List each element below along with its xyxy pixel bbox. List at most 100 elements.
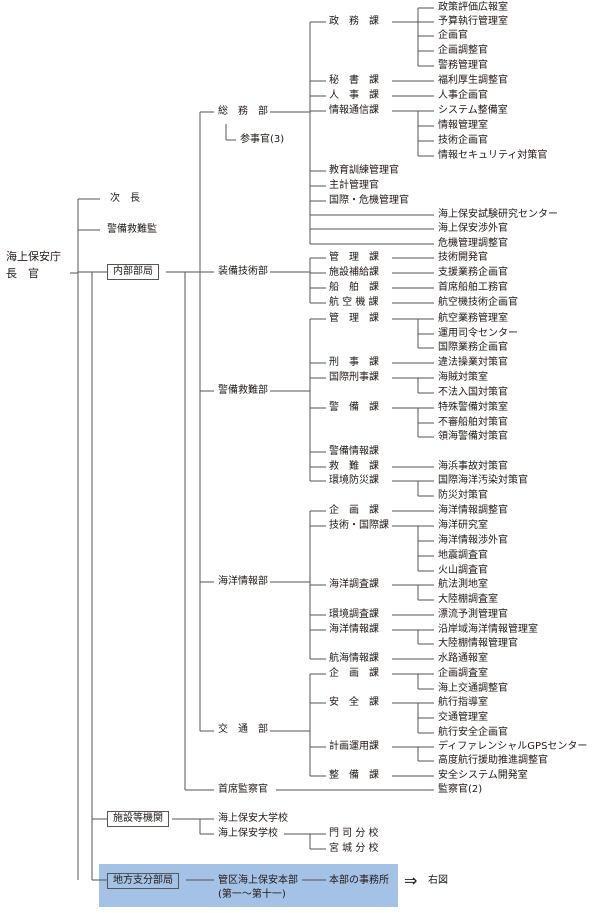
guard-rescue-dept: 警備救難部 <box>218 385 268 396</box>
ocean-info-item-2: 大陸棚情報管理官 <box>438 638 518 649</box>
hydro-tech-item-1: 海洋研究室 <box>438 520 488 531</box>
training-officer: 教育訓練管理官 <box>329 165 399 176</box>
safety-division: 安 全 課 <box>329 697 379 708</box>
secretary-division: 秘 書 課 <box>329 75 379 86</box>
maintenance-item-1: 安全システム開発室 <box>438 770 528 781</box>
policy-item-5: 警務管理官 <box>438 60 488 71</box>
regional-hq: 管区海上保安本部 <box>218 875 298 886</box>
hydro-env-division: 環境調査課 <box>329 609 379 620</box>
hydro-planning-division: 企 画 課 <box>329 505 379 516</box>
school: 海上保安学校 <box>218 828 278 839</box>
rescue-item-1: 海浜事故対策官 <box>438 461 508 472</box>
security-item-3: 領海警備対策官 <box>438 431 508 442</box>
env-disaster-item-2: 防災対策官 <box>438 490 488 501</box>
accounting-officer: 主計管理官 <box>329 180 379 191</box>
foreign-affairs-officer: 海上保安渉外官 <box>438 223 508 234</box>
intl-crisis-officer: 国際・危機管理官 <box>329 195 409 206</box>
vice-commandant: 次 長 <box>110 193 140 204</box>
safety-item-3: 航行安全企画官 <box>438 727 508 738</box>
commandant-title-line2: 長 官 <box>6 267 39 280</box>
guard-mgmt-division: 管 理 課 <box>329 313 379 324</box>
rescue-director: 警備救難監 <box>107 224 157 235</box>
hydro-tech-division: 技術・国際課 <box>329 520 389 531</box>
safety-item-2: 交通管理室 <box>438 712 488 723</box>
equip-item-1: 技術開発官 <box>438 252 488 263</box>
info-division: 情報通信課 <box>329 105 379 116</box>
info-item-3: 技術企画官 <box>438 135 488 146</box>
security-item-1: 特殊警備対策室 <box>438 402 508 413</box>
equip-item-2: 支援業務企画官 <box>438 267 508 278</box>
hydrographic-dept: 海洋情報部 <box>218 576 268 587</box>
hydro-survey-item-2: 大陸棚調査室 <box>438 594 498 605</box>
school-branch-2: 宮 城 分 校 <box>329 843 379 854</box>
hydro-tech-item-3: 地震調査官 <box>438 550 488 561</box>
regional-bureaus-highlight <box>99 864 398 907</box>
intl-criminal-item-2: 不法入国対策官 <box>438 387 508 398</box>
policy-item-3: 企画官 <box>438 30 468 41</box>
crisis-coordinator: 危機管理調整官 <box>438 238 508 249</box>
hydro-survey-division: 海洋調査課 <box>329 579 379 590</box>
traffic-dept: 交 通 部 <box>218 724 268 735</box>
traffic-planning-item-2: 海上交通調整官 <box>438 683 508 694</box>
info-item-4: 情報セキュリティ対策官 <box>438 150 548 161</box>
school-branch-1: 門 司 分 校 <box>329 828 379 839</box>
internal-bureaus-box: 内部部局 <box>107 264 159 280</box>
equip-item-4: 航空機技術企画官 <box>438 297 518 308</box>
research-center: 海上保安試験研究センター <box>438 209 558 220</box>
traffic-planning-item-1: 企画調査室 <box>438 668 488 679</box>
equip-division-3: 船 舶 課 <box>329 282 379 293</box>
security-item-2: 不審船舶対策官 <box>438 417 508 428</box>
nav-info-item-1: 水路通報室 <box>438 653 488 664</box>
criminal-item-1: 違法操業対策官 <box>438 357 508 368</box>
env-disaster-item-1: 国際海洋汚染対策官 <box>438 475 528 486</box>
academy: 海上保安大学校 <box>218 813 288 824</box>
info-item-2: 情報管理室 <box>438 120 488 131</box>
security-info-division: 警備情報課 <box>329 446 379 457</box>
policy-item-4: 企画調整官 <box>438 45 488 56</box>
equip-division-1: 管 理 課 <box>329 252 379 263</box>
policy-item-1: 政策評価広報室 <box>438 2 508 13</box>
personnel-item-1: 人事企画官 <box>438 90 488 101</box>
ops-item-2: 高度航行援助推進調整官 <box>438 755 548 766</box>
traffic-planning-division: 企 画 課 <box>329 668 379 679</box>
regional-hq-range: (第一〜第十一) <box>218 889 286 900</box>
policy-division: 政 務 課 <box>329 16 379 27</box>
general-affairs-dept: 総 務 部 <box>218 106 268 117</box>
ocean-info-item-1: 沿岸域海洋情報管理室 <box>438 624 538 635</box>
intl-criminal-item-1: 海賊対策室 <box>438 372 488 383</box>
personnel-division: 人 事 課 <box>329 90 379 101</box>
equipment-dept: 装備技術部 <box>218 266 268 277</box>
hydro-env-item-1: 漂流予測管理官 <box>438 609 508 620</box>
chief-inspector: 首席監察官 <box>218 784 268 795</box>
info-item-1: システム整備室 <box>438 105 508 116</box>
maintenance-division: 整 備 課 <box>329 770 379 781</box>
guard-mgmt-item-2: 運用司令センター <box>438 328 518 339</box>
counselor: 参事官(3) <box>240 134 285 145</box>
see-right-figure: 右図 <box>428 875 448 886</box>
intl-criminal-division: 国際刑事課 <box>329 372 379 383</box>
equip-division-2: 施設補給課 <box>329 267 379 278</box>
secretary-item-1: 福利厚生調整官 <box>438 75 508 86</box>
inspector-item: 監察官(2) <box>438 784 483 795</box>
security-division: 警 備 課 <box>329 402 379 413</box>
safety-item-1: 航行指導室 <box>438 697 488 708</box>
hydro-tech-item-2: 海洋情報渉外官 <box>438 535 508 546</box>
facilities-box: 施設等機関 <box>107 811 169 827</box>
nav-info-division: 航海情報課 <box>329 653 379 664</box>
guard-mgmt-item-3: 国際業務企画官 <box>438 342 508 353</box>
ocean-info-division: 海洋情報課 <box>329 624 379 635</box>
hq-offices: 本部の事務所 <box>329 875 389 886</box>
ops-item-1: ディファレンシャルGPSセンター <box>438 741 588 752</box>
right-arrow-icon: ⇒ <box>404 871 418 890</box>
ops-division: 計画運用課 <box>329 741 379 752</box>
guard-mgmt-item-1: 航空業務管理室 <box>438 313 508 324</box>
regional-bureaus-box: 地方支分部局 <box>107 873 179 889</box>
env-disaster-division: 環境防災課 <box>329 475 379 486</box>
equip-item-3: 首席船舶工務官 <box>438 282 508 293</box>
rescue-division: 救 難 課 <box>329 461 379 472</box>
equip-division-4: 航 空 機 課 <box>329 297 379 308</box>
hydro-planning-item-1: 海洋情報調整官 <box>438 505 508 516</box>
criminal-division: 刑 事 課 <box>329 357 379 368</box>
commandant-title-line1: 海上保安庁 <box>6 250 61 263</box>
